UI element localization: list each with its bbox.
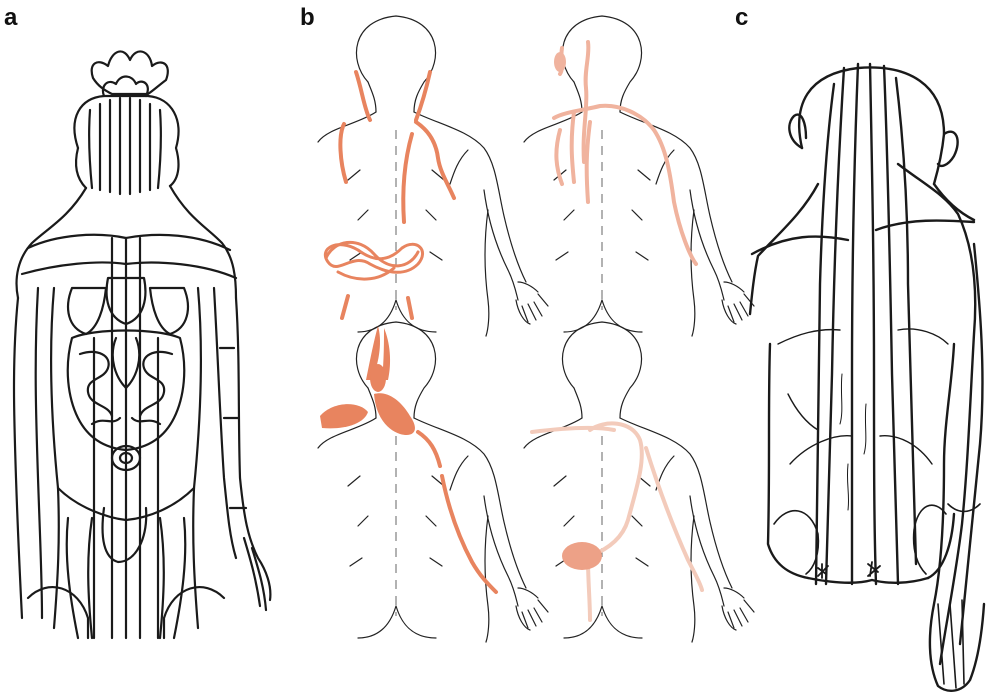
meridian-arm [418, 432, 496, 592]
panel-label-b: b [300, 6, 315, 30]
meridian-shoulder [554, 106, 696, 264]
back-diagram-top-left [318, 12, 538, 322]
meridian-leg-right [408, 298, 412, 318]
meridian-leg-left [342, 296, 348, 318]
meridian-shoulder-patch-left [320, 404, 368, 428]
meridian-back-central [572, 112, 574, 182]
meridian-hip-patch [562, 542, 602, 570]
meridian-neck-left [356, 72, 370, 120]
meridian-shoulder-right [416, 122, 454, 198]
enlarged-back-figure [748, 44, 988, 694]
meridian-back-right [403, 134, 412, 222]
traditional-meridian-figure [8, 38, 298, 658]
back-diagram-bottom-right [524, 320, 744, 620]
back-diagram-bottom-left [318, 320, 538, 620]
meridian-knot [325, 244, 422, 272]
meridian-neck-patch [370, 364, 386, 392]
meridian-upper-back [532, 428, 614, 432]
meridian-shoulder-left [340, 124, 346, 182]
meridian-shoulder-patch-right [374, 393, 415, 435]
back-diagram-top-right [524, 12, 744, 322]
meridian-neck-right [416, 72, 430, 120]
panel-label-a: a [4, 6, 17, 30]
meridian-arc [590, 423, 642, 556]
